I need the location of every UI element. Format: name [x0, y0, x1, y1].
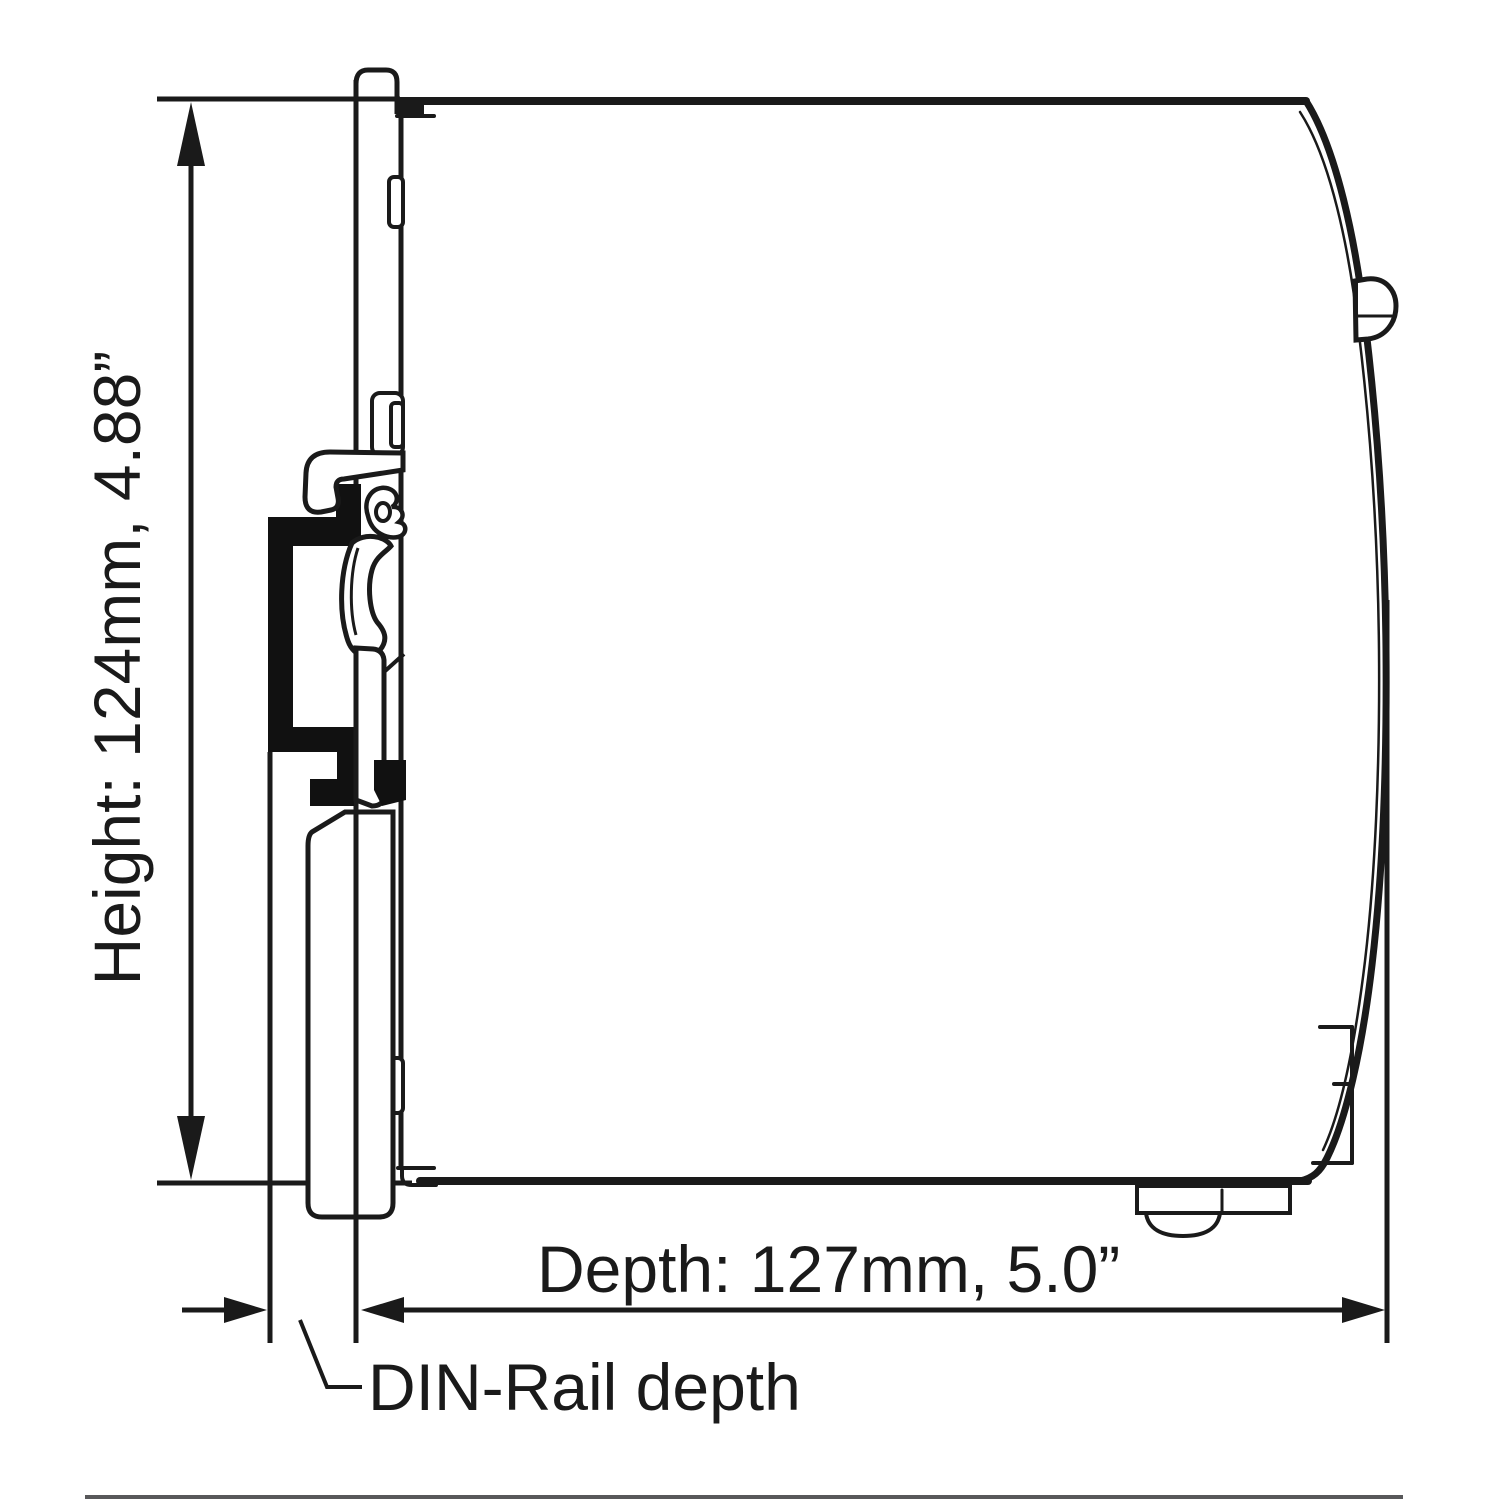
arrow-left-icon — [361, 1297, 404, 1323]
face-slot-upper — [387, 175, 405, 229]
rear-step-bracket — [1311, 1025, 1354, 1165]
arrow-right-end-icon — [1342, 1297, 1385, 1323]
body-curve-seam — [1298, 110, 1381, 1152]
clip-housing — [305, 809, 396, 1220]
spring-crescent — [339, 533, 394, 659]
body-right-curve — [1296, 97, 1390, 1185]
knob — [1352, 276, 1399, 343]
bottom-foot — [1135, 1184, 1292, 1239]
arrow-right-icon — [224, 1297, 267, 1323]
latch-lower-tip — [374, 760, 406, 806]
top-tab — [353, 67, 400, 114]
din-rail-profile — [268, 484, 361, 806]
arrow-down-icon — [177, 1116, 205, 1180]
height-label: Height: 124mm, 4.88” — [80, 351, 154, 986]
din-rail-leader-line — [298, 1319, 362, 1389]
device-body-outline — [395, 97, 1399, 1239]
depth-label: Depth: 127mm, 5.0” — [537, 1232, 1120, 1306]
mounting-clip — [302, 449, 408, 809]
upper-hook — [302, 449, 406, 515]
arrow-up-icon — [177, 102, 205, 166]
depth-dimension — [182, 600, 1390, 1389]
din-rail-depth-label: DIN-Rail depth — [368, 1350, 801, 1424]
